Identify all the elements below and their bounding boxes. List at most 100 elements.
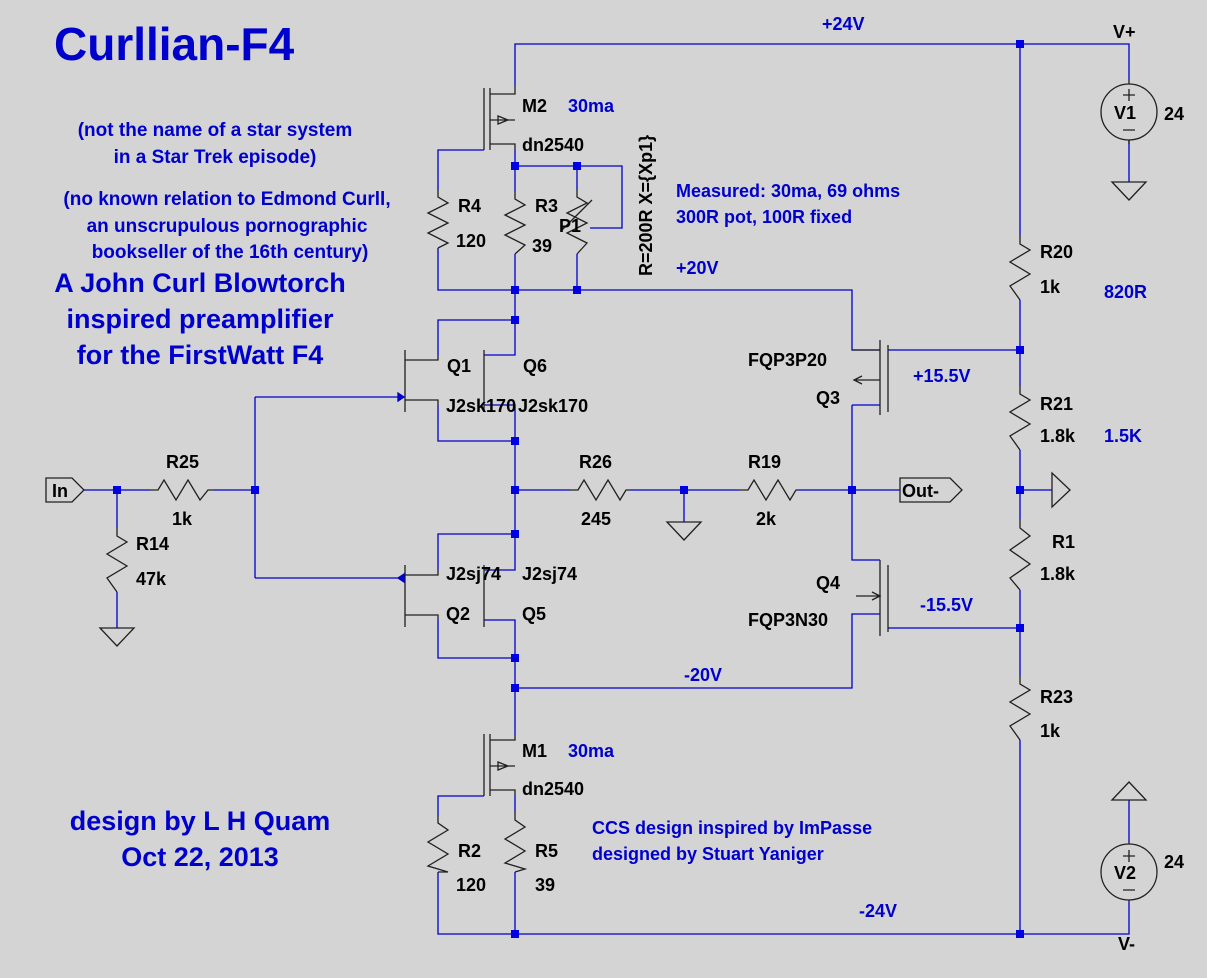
r25-value: 1k — [172, 509, 193, 529]
q5-name: Q5 — [522, 604, 546, 624]
net-label-p24: +24V — [822, 14, 865, 34]
measured-note-2: 300R pot, 100R fixed — [676, 207, 852, 227]
p1-name: P1 — [559, 216, 581, 236]
jfet-q2[interactable] — [396, 565, 439, 627]
r26-name: R26 — [579, 452, 612, 472]
resistor-r5[interactable] — [503, 812, 528, 873]
q3-model: FQP3P20 — [748, 350, 827, 370]
r3-value: 39 — [532, 236, 552, 256]
resistor-r2[interactable] — [426, 815, 450, 873]
description-line-3: for the FirstWatt F4 — [77, 340, 324, 370]
net-label-p20: +20V — [676, 258, 719, 278]
note-curll-2: an unscrupulous pornographic — [87, 216, 368, 237]
mosfet-q4[interactable] — [856, 560, 889, 636]
potentiometer-p1[interactable] — [561, 190, 593, 255]
r1-value: 1.8k — [1040, 564, 1076, 584]
q2-model: J2sj74 — [446, 564, 501, 584]
mosfet-m1[interactable] — [483, 734, 516, 796]
r23-name: R23 — [1040, 687, 1073, 707]
resistor-r26[interactable] — [570, 478, 630, 502]
resistor-r1[interactable] — [1008, 520, 1032, 591]
resistor-r21[interactable] — [1008, 386, 1032, 451]
m1-model: dn2540 — [522, 779, 584, 799]
net-label-m20: -20V — [684, 665, 722, 685]
note-star-2: in a Star Trek episode) — [114, 147, 317, 168]
r14-name: R14 — [136, 534, 169, 554]
m1-current: 30ma — [568, 741, 615, 761]
q2-name: Q2 — [446, 604, 470, 624]
description-line-2: inspired preamplifier — [66, 304, 334, 334]
port-in[interactable]: In — [45, 477, 85, 503]
p1-value: R=200R X={Xp1} — [636, 135, 656, 276]
q3-name: Q3 — [816, 388, 840, 408]
v1-value: 24 — [1164, 104, 1184, 124]
r2-value: 120 — [456, 875, 486, 895]
resistor-r25[interactable] — [150, 478, 214, 502]
r20-note: 820R — [1104, 282, 1147, 302]
net-label-vplus: V+ — [1113, 22, 1136, 42]
v2-name: V2 — [1114, 863, 1136, 883]
net-label-m155: -15.5V — [920, 595, 973, 615]
r21-note: 1.5K — [1104, 426, 1142, 446]
ccs-note-1: CCS design inspired by ImPasse — [592, 818, 872, 838]
port-out[interactable]: Out- — [899, 477, 963, 503]
r20-value: 1k — [1040, 277, 1061, 297]
net-label-p155: +15.5V — [913, 366, 971, 386]
r19-name: R19 — [748, 452, 781, 472]
r5-value: 39 — [535, 875, 555, 895]
voltage-source-v2[interactable] — [1100, 842, 1158, 902]
m2-name: M2 — [522, 96, 547, 116]
wires — [84, 43, 1130, 935]
q6-name: Q6 — [523, 356, 547, 376]
r21-name: R21 — [1040, 394, 1073, 414]
net-label-m24: -24V — [859, 901, 897, 921]
m2-current: 30ma — [568, 96, 615, 116]
q4-name: Q4 — [816, 573, 840, 593]
jfet-q1[interactable] — [397, 350, 439, 412]
r19-value: 2k — [756, 509, 777, 529]
design-credit-line-2: Oct 22, 2013 — [121, 842, 279, 872]
junction-dots — [113, 40, 1024, 938]
ground-icon — [98, 181, 1148, 647]
note-curll-3: bookseller of the 16th century) — [92, 242, 369, 263]
mosfet-m2[interactable] — [483, 86, 516, 150]
q4-model: FQP3N30 — [748, 610, 828, 630]
q6-model: J2sk170 — [518, 396, 588, 416]
r26-value: 245 — [581, 509, 611, 529]
r23-value: 1k — [1040, 721, 1061, 741]
page-title: Curllian-F4 — [54, 18, 295, 70]
v2-value: 24 — [1164, 852, 1184, 872]
r20-name: R20 — [1040, 242, 1073, 262]
r14-value: 47k — [136, 569, 167, 589]
r1-name: R1 — [1052, 532, 1075, 552]
q1-name: Q1 — [447, 356, 471, 376]
v1-name: V1 — [1114, 103, 1136, 123]
net-label-vminus: V- — [1118, 934, 1135, 954]
supply-icon — [1110, 781, 1148, 801]
note-curll-1: (no known relation to Edmond Curll, — [63, 189, 390, 210]
voltage-source-v1[interactable] — [1100, 80, 1158, 144]
r4-value: 120 — [456, 231, 486, 251]
m1-name: M1 — [522, 741, 547, 761]
port-out-label: Out- — [902, 481, 939, 501]
ccs-note-2: designed by Stuart Yaniger — [592, 844, 824, 864]
r21-value: 1.8k — [1040, 426, 1076, 446]
r3-name: R3 — [535, 196, 558, 216]
m2-model: dn2540 — [522, 135, 584, 155]
design-credit-line-1: design by L H Quam — [70, 806, 331, 836]
resistor-r14[interactable] — [105, 528, 129, 593]
resistor-r19[interactable] — [740, 478, 798, 502]
r25-name: R25 — [166, 452, 199, 472]
r4-name: R4 — [458, 196, 481, 216]
q5-model: J2sj74 — [522, 564, 577, 584]
measured-note-1: Measured: 30ma, 69 ohms — [676, 181, 900, 201]
resistor-r4[interactable] — [426, 190, 450, 249]
r2-name: R2 — [458, 841, 481, 861]
port-in-label: In — [52, 481, 68, 501]
resistor-r20[interactable] — [1008, 236, 1032, 301]
mosfet-q3[interactable] — [852, 340, 889, 415]
q1-model: J2sk170 — [446, 396, 516, 416]
resistor-r3[interactable] — [503, 192, 527, 255]
resistor-r23[interactable] — [1008, 676, 1032, 741]
